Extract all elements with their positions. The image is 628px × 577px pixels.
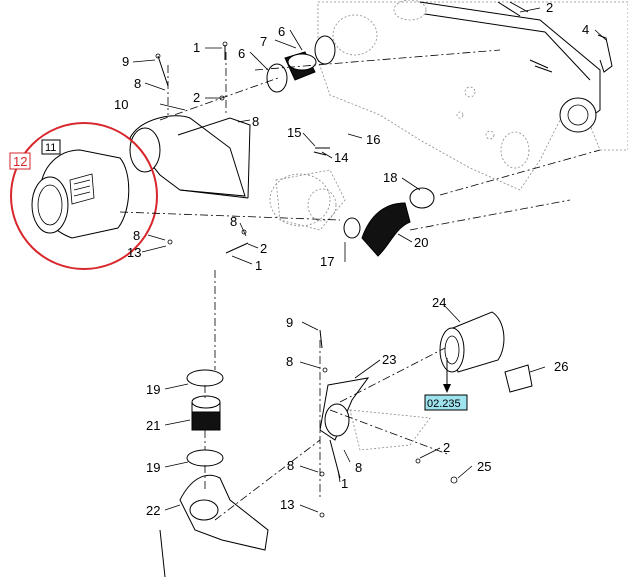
air-cleaner-housing-part-10 xyxy=(129,115,251,199)
label-26: 26 xyxy=(554,359,568,374)
label-8d: 8 xyxy=(133,228,140,243)
clamp-part-17 xyxy=(343,217,361,239)
label-2d: 2 xyxy=(443,440,450,455)
callout-box-11 xyxy=(41,139,61,155)
filter-part-24 xyxy=(439,311,505,373)
label-14: 14 xyxy=(334,150,348,165)
air-filter-part-12 xyxy=(31,149,130,239)
label-16: 16 xyxy=(366,132,380,147)
hose-part-20 xyxy=(361,202,411,257)
label-15: 15 xyxy=(287,125,301,140)
label-8e: 8 xyxy=(286,354,293,369)
label-2c: 2 xyxy=(260,241,267,256)
reference-label[interactable]: 02.235 xyxy=(427,398,461,410)
label-1c: 1 xyxy=(341,476,348,491)
label-12: 12 xyxy=(13,154,27,169)
label-13b: 13 xyxy=(280,497,294,512)
label-20: 20 xyxy=(414,235,428,250)
fan-assembly xyxy=(269,169,346,231)
label-11: 11 xyxy=(45,142,56,154)
label-6a: 6 xyxy=(278,24,285,39)
label-9a: 9 xyxy=(122,54,129,69)
hardware xyxy=(155,41,458,518)
label-9b: 9 xyxy=(286,315,293,330)
label-19b: 19 xyxy=(146,460,160,475)
reference-box[interactable] xyxy=(424,394,468,411)
reference-arrowhead xyxy=(443,384,451,393)
label-2b: 2 xyxy=(193,90,200,105)
label-17: 17 xyxy=(320,254,334,269)
label-13a: 13 xyxy=(127,245,141,260)
label-8a: 8 xyxy=(134,76,141,91)
engine-housing-outline xyxy=(317,0,628,191)
label-8g: 8 xyxy=(355,460,362,475)
label-23: 23 xyxy=(382,352,396,367)
label-21: 21 xyxy=(146,418,160,433)
bracket-part-23 xyxy=(319,377,431,451)
label-8f: 8 xyxy=(287,458,294,473)
label-1a: 1 xyxy=(193,40,200,55)
belt-assembly xyxy=(419,1,601,133)
label-2-top: 2 xyxy=(546,0,553,15)
panel-part-26 xyxy=(504,364,533,393)
label-24: 24 xyxy=(432,295,446,310)
label-25: 25 xyxy=(477,459,491,474)
label-7: 7 xyxy=(260,34,267,49)
label-4: 4 xyxy=(582,22,589,37)
hose-part-7 xyxy=(266,35,336,93)
label-22: 22 xyxy=(146,503,160,518)
label-19a: 19 xyxy=(146,382,160,397)
callout-box-12 xyxy=(9,152,31,170)
leader-lines xyxy=(132,7,607,513)
label-1b: 1 xyxy=(255,258,262,273)
assembly-lines xyxy=(119,49,601,521)
highlight-circle xyxy=(10,122,158,270)
label-6b: 6 xyxy=(238,46,245,61)
label-8b: 8 xyxy=(252,114,259,129)
label-8c: 8 xyxy=(230,214,237,229)
clamp-part-18 xyxy=(409,187,435,209)
bracket-part-4 xyxy=(597,34,613,73)
label-18: 18 xyxy=(383,170,397,185)
lower-duct-assembly xyxy=(159,369,269,577)
label-10: 10 xyxy=(114,97,128,112)
